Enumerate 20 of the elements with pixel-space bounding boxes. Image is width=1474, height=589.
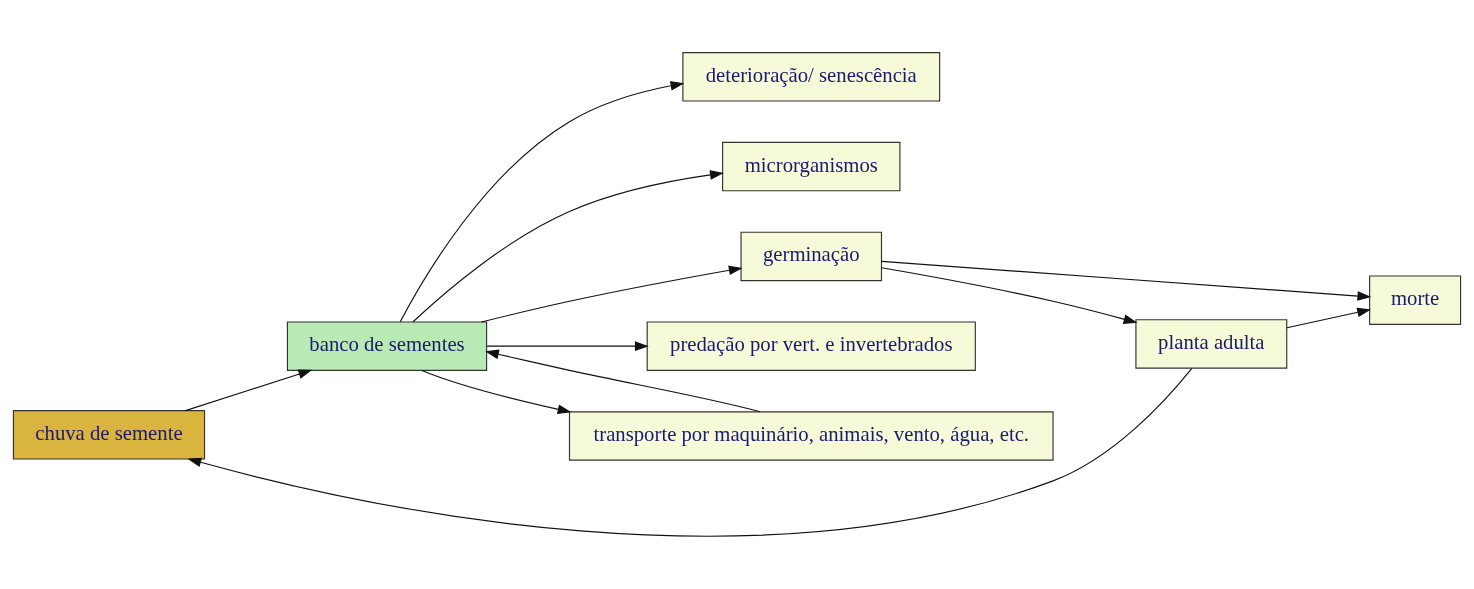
- arrow: [481, 265, 743, 323]
- arrow: [881, 260, 1372, 301]
- node-box: chuva de semente: [12, 410, 206, 460]
- arrow: [184, 369, 313, 412]
- arrow: [421, 369, 572, 414]
- arrow: [485, 349, 761, 413]
- arrow: [486, 341, 649, 352]
- node-box: transporte por maquinário, animais, vento, água, etc.: [568, 411, 1054, 461]
- node-box: deterioração/ senescência: [682, 52, 941, 102]
- node-box: banco de sementes: [286, 321, 488, 371]
- arrow: [412, 170, 724, 323]
- arrow: [1286, 307, 1372, 329]
- arrow: [881, 267, 1138, 324]
- node-box: morte: [1369, 275, 1462, 325]
- node-box: predação por vert. e invertebrados: [646, 321, 976, 371]
- node-box: microrganismos: [722, 141, 901, 192]
- node-box: germinação: [740, 231, 883, 282]
- arrow: [399, 81, 685, 323]
- node-box: planta adulta: [1135, 319, 1288, 369]
- arrow: [187, 367, 1193, 537]
